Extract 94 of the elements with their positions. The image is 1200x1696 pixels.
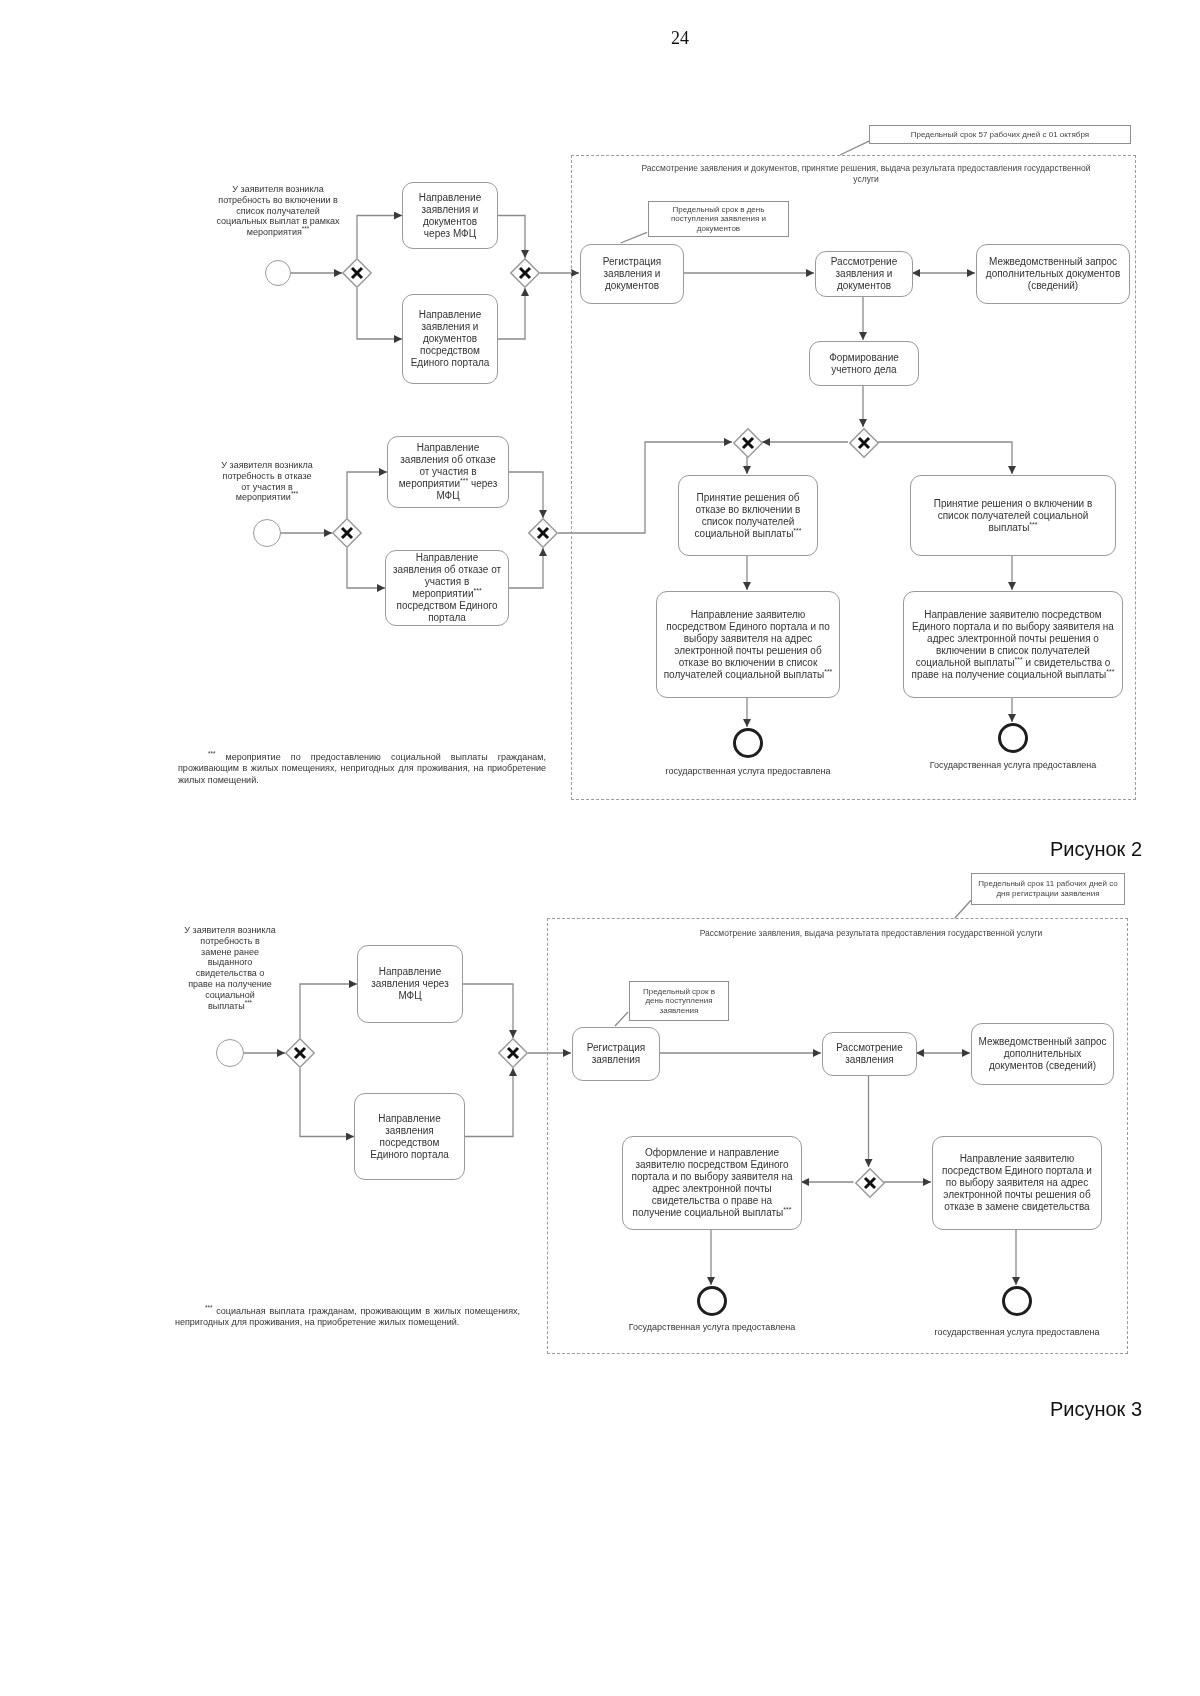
gateway-diamond bbox=[498, 1038, 528, 1068]
flow-arrow bbox=[877, 441, 1016, 475]
flow-arrow bbox=[299, 980, 358, 1039]
flow-arrow bbox=[743, 696, 751, 728]
flow-arrow bbox=[882, 1178, 932, 1186]
flow-arrow bbox=[290, 269, 343, 277]
flow-arrow bbox=[356, 211, 403, 259]
annotation-box: Предельный срок 57 рабочих дней с 01 октября bbox=[869, 125, 1131, 144]
start-event-circle bbox=[216, 1039, 244, 1067]
start-event-circle bbox=[265, 260, 291, 286]
gateway-diamond bbox=[342, 258, 372, 288]
flow-arrow bbox=[658, 1049, 822, 1057]
flow-arrow bbox=[1012, 1228, 1020, 1286]
task-box: Регистрация заявления и документов bbox=[580, 244, 684, 304]
task-box: Рассмотрение заявления и документов bbox=[815, 251, 913, 297]
task-box: Принятие решения о включении в список получателей социальной выплаты$^{***}$ bbox=[910, 475, 1116, 556]
figure-caption: Рисунок 2 bbox=[1048, 838, 1142, 861]
end-event-circle bbox=[733, 728, 763, 758]
task-box: Межведомственный запрос дополнительных документов (сведений) bbox=[971, 1023, 1114, 1085]
flow-arrow bbox=[743, 456, 751, 475]
end-event-circle bbox=[697, 1286, 727, 1316]
flow-arrow bbox=[682, 269, 815, 277]
process-group-frame bbox=[547, 918, 1128, 1354]
task-box: Направление заявления и документов через МФЦ bbox=[402, 182, 498, 249]
task-box: Направление заявления и документов посредством Единого портала bbox=[402, 294, 498, 384]
flow-arrow bbox=[346, 468, 388, 519]
flow-arrow bbox=[1008, 696, 1016, 723]
flow-arrow bbox=[464, 1067, 517, 1138]
event-label: государственная услуга предоставлена bbox=[933, 1327, 1101, 1338]
task-box: Рассмотрение заявления bbox=[822, 1032, 917, 1076]
gateway-diamond bbox=[854, 1168, 885, 1198]
task-box: Оформление и направление заявителю посредством Единого портала и по выбору заявителя на адрес электронной почты свидетельства о праве на получение социальной выплаты$^{***}$ bbox=[622, 1136, 802, 1230]
flow-arrow bbox=[864, 1074, 873, 1168]
figure-caption: Рисунок 3 bbox=[1048, 1398, 1142, 1421]
leader-line bbox=[614, 1011, 629, 1027]
page-number: 24 bbox=[670, 28, 690, 49]
gateway-diamond bbox=[510, 258, 540, 288]
start-event-circle bbox=[253, 519, 281, 547]
flow-arrow bbox=[497, 214, 529, 259]
flow-arrow bbox=[859, 295, 867, 341]
gateway-diamond bbox=[528, 518, 558, 548]
task-box: Межведомственный запрос дополнительных документов (сведений) bbox=[976, 244, 1130, 304]
end-event-circle bbox=[1002, 1286, 1032, 1316]
leader-line bbox=[619, 231, 648, 244]
task-box: Регистрация заявления bbox=[572, 1027, 660, 1081]
flow-arrow bbox=[1008, 554, 1016, 591]
task-box: Направление заявителю посредством Единого портала и по выбору заявителя на адрес электронной почты решения об отказе в замене свидетельства bbox=[932, 1136, 1102, 1230]
event-label: У заявителя возникла потребность во включении в список получателей социальных выплат в рамках мероприятия$^{***}$ bbox=[216, 184, 340, 238]
flow-arrow bbox=[539, 269, 580, 277]
flow-arrow bbox=[299, 1067, 355, 1141]
flow-arrow bbox=[707, 1228, 715, 1286]
leader-line bbox=[954, 899, 972, 919]
flow-arrow bbox=[508, 547, 547, 589]
flow-arrow bbox=[356, 287, 403, 343]
task-box: Направление заявителю посредством Единого портала и по выбору заявителя на адрес электронной почты решения о включении в список получателей социальной выплаты$^{***}$ и свидетельства о праве на получение социальной выплаты$^{***}$ bbox=[903, 591, 1123, 698]
double-headed-arrow bbox=[911, 269, 976, 277]
task-box: Направление заявления об отказе от участия в мероприятии$^{***}$ через МФЦ bbox=[387, 436, 509, 508]
event-label: У заявителя возникла потребность в замене ранее выданного свидетельства о праве на получение социальной выплаты$^{***}$ bbox=[184, 925, 276, 1012]
footnote: $^{***}$ социальная выплата гражданам, проживающим в жилых помещениях, непригодных для проживания, на приобретение жилых помещений. bbox=[175, 1306, 520, 1329]
task-box: Направление заявителю посредством Единого портала и по выбору заявителя на адрес электронной почты решения об отказе во включении в список получателей социальной выплаты$^{***}$ bbox=[656, 591, 840, 698]
task-box: Направление заявления через МФЦ bbox=[357, 945, 463, 1023]
double-headed-arrow bbox=[915, 1049, 971, 1057]
gateway-diamond bbox=[733, 428, 763, 458]
flow-arrow bbox=[346, 547, 386, 592]
flow-arrow bbox=[462, 983, 517, 1039]
flow-arrow bbox=[497, 287, 529, 340]
flow-arrow bbox=[557, 438, 733, 534]
flow-arrow bbox=[243, 1049, 286, 1057]
event-label: Государственная услуга предоставлена bbox=[928, 760, 1098, 771]
flow-arrow bbox=[280, 529, 333, 537]
event-label: У заявителя возникла потребность в отказе от участия в мероприятии$^{***}$ bbox=[220, 460, 314, 504]
flow-arrow bbox=[743, 554, 751, 591]
annotation-box: Предельный срок 11 рабочих дней со дня регистрации заявления bbox=[971, 873, 1125, 905]
leader-line bbox=[839, 140, 870, 156]
annotation-box: Предельный срок в день поступления заявления bbox=[629, 981, 729, 1021]
annotation-box: Предельный срок в день поступления заявления и документов bbox=[648, 201, 789, 237]
gateway-diamond bbox=[285, 1038, 315, 1068]
flow-arrow bbox=[859, 384, 867, 428]
flow-arrow bbox=[800, 1178, 855, 1186]
task-box: Направление заявления об отказе от участия в мероприятии$^{***}$ посредством Единого портала bbox=[385, 550, 509, 626]
event-label: Государственная услуга предоставлена bbox=[627, 1322, 797, 1333]
task-box: Направление заявления посредством Единого портала bbox=[354, 1093, 465, 1180]
task-box: Формирование учетного дела bbox=[809, 341, 919, 386]
end-event-circle bbox=[998, 723, 1028, 753]
event-label: государственная услуга предоставлена bbox=[664, 766, 832, 777]
gateway-diamond bbox=[332, 518, 362, 548]
process-group-frame bbox=[571, 155, 1136, 800]
gateway-diamond bbox=[849, 428, 879, 458]
task-box: Принятие решения об отказе во включении в список получателей социальной выплаты$^{***}$ bbox=[678, 475, 818, 556]
flow-arrow bbox=[508, 471, 547, 519]
flow-arrow bbox=[761, 438, 849, 446]
group-title: Рассмотрение заявления, выдача результата предоставления государственной услуги bbox=[698, 928, 1044, 939]
flow-arrow bbox=[527, 1049, 572, 1057]
group-title: Рассмотрение заявления и документов, принятие решения, выдача результата предоставления государственной услуги bbox=[640, 163, 1092, 185]
